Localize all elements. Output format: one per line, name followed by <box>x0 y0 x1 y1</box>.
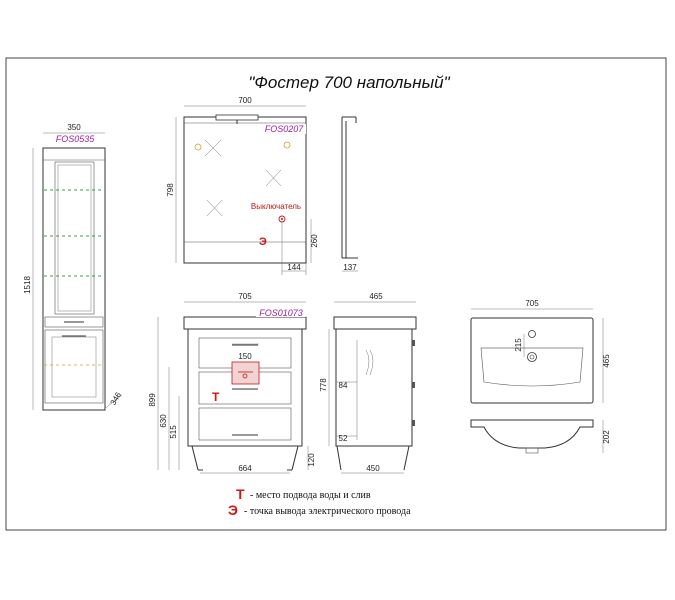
sink-height: 202 <box>602 430 611 444</box>
mirror-socket-offset-x: 144 <box>287 263 301 272</box>
mirror-socket-offset-y: 260 <box>310 234 319 248</box>
legend-t-text: - место подвода воды и слив <box>250 490 371 501</box>
pencil-case-drawing: 350 FOS0535 1518 346 <box>23 123 124 411</box>
legend: Т - место подвода воды и слив Э - точка … <box>228 486 411 518</box>
sink-inner-dim: 215 <box>514 338 523 352</box>
vanity-pipe-zone-width: 150 <box>238 352 252 361</box>
drain-hole-icon <box>527 352 537 362</box>
vanity-body-height: 630 <box>159 414 168 428</box>
sink-depth: 465 <box>602 354 611 368</box>
sink-width: 705 <box>525 299 539 308</box>
mirror-width: 700 <box>238 96 252 105</box>
pencil-case-height: 1518 <box>23 276 32 294</box>
vanity-base-width: 664 <box>238 464 252 473</box>
drawing-title: "Фостер 700 напольный" <box>248 73 450 92</box>
pencil-case-width: 350 <box>67 123 81 132</box>
vanity-pipe-height: 515 <box>169 425 178 439</box>
mirror-drawing: Выключатель Э 700 FOS0207 798 144 260 13… <box>166 96 358 275</box>
vanity-side-top-width: 465 <box>369 292 383 301</box>
mirror-side-depth: 137 <box>343 263 357 272</box>
sink-drawing: 215 705 465 202 <box>470 299 611 454</box>
drawing-frame <box>5 57 667 531</box>
pencil-case-depth: 346 <box>109 390 124 407</box>
mirror-height: 798 <box>166 183 175 197</box>
mirror-code: FOS0207 <box>265 124 305 134</box>
vanity-leg-height: 120 <box>307 453 316 467</box>
vanity-side-base-width: 450 <box>366 464 380 473</box>
faucet-hole-icon <box>528 330 536 338</box>
legend-e-glyph: Э <box>228 502 238 518</box>
vanity-front-drawing: Т 705 FOS01073 150 899 630 515 664 120 <box>148 292 316 474</box>
vanity-side-drawing: 465 778 84 52 450 <box>319 292 417 474</box>
vanity-top-width: 705 <box>238 292 252 301</box>
vanity-code: FOS01073 <box>259 308 303 318</box>
vanity-side-dim-a: 84 <box>339 381 348 390</box>
legend-e-text: - точка вывода электрического провода <box>244 506 411 517</box>
switch-marker-icon <box>278 215 286 223</box>
pencil-case-code: FOS0535 <box>56 134 96 144</box>
marker-e-icon: Э <box>259 236 267 248</box>
vanity-side-dim-b: 52 <box>339 434 348 443</box>
switch-label: Выключатель <box>251 202 301 211</box>
vanity-total-height: 899 <box>148 393 157 407</box>
vanity-side-height: 778 <box>319 378 328 392</box>
legend-t-glyph: Т <box>236 486 245 502</box>
marker-t-icon: Т <box>212 390 220 404</box>
